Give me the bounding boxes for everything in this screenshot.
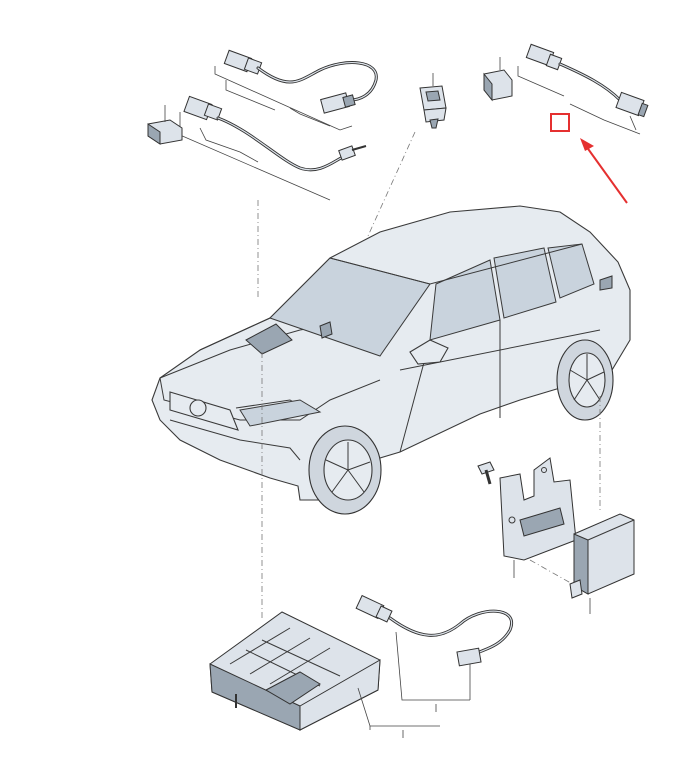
screw-part-25[interactable] — [477, 461, 495, 485]
control-unit-part-20[interactable] — [569, 513, 635, 599]
bracket-part-1 — [357, 687, 440, 730]
mounting-bracket-part-21[interactable] — [499, 457, 577, 561]
leader-line-part-21 — [529, 559, 577, 587]
usb-cable-part-3[interactable] — [223, 49, 378, 114]
storage-tray-part-1[interactable] — [209, 611, 381, 731]
switch-part-15[interactable] — [419, 85, 447, 129]
usb-cable-part-5[interactable] — [355, 594, 514, 667]
bracket-part-7 — [179, 112, 331, 201]
bracket-part-4 — [517, 66, 641, 135]
red-arrow-icon — [580, 138, 628, 204]
aux-cable-part-7[interactable] — [183, 95, 367, 172]
bracket-part-3 — [214, 66, 353, 131]
cable-part-4[interactable] — [525, 43, 649, 118]
vehicle-illustration — [151, 205, 631, 515]
highlight-box-part-4 — [550, 113, 570, 132]
bracket-part-5 — [395, 631, 471, 701]
cover-part-11[interactable] — [483, 69, 513, 102]
cover-part-10[interactable] — [147, 119, 183, 145]
